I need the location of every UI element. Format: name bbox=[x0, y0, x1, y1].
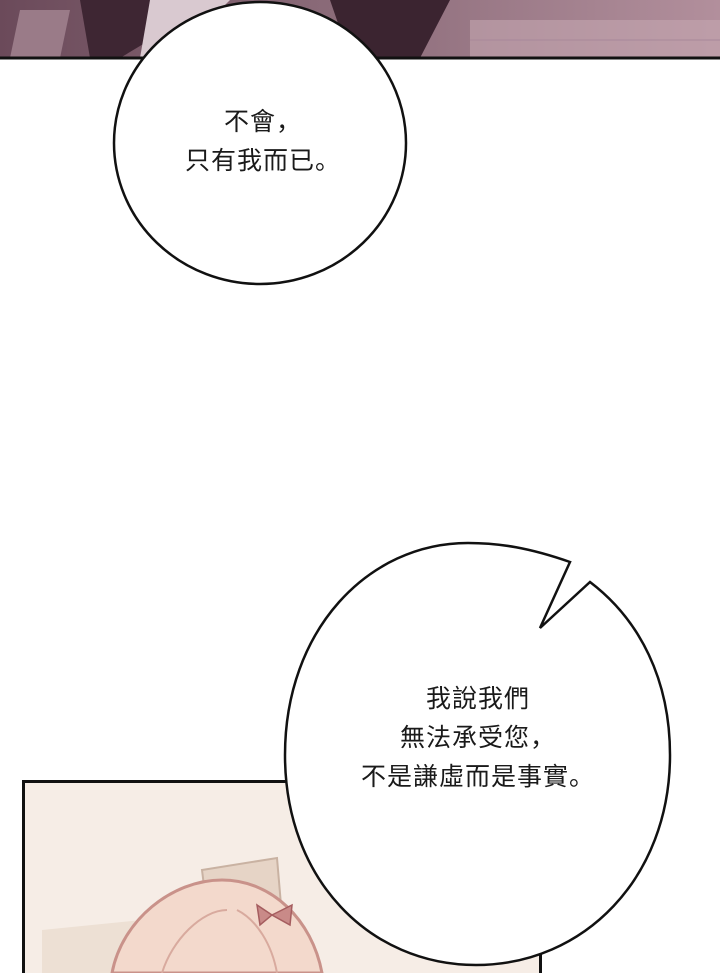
speech-bubble-2-text: 我說我們 無法承受您， 不是謙虛而是事實。 bbox=[308, 679, 648, 796]
top-panel-art bbox=[0, 0, 720, 60]
bubble-line: 我說我們 bbox=[425, 684, 530, 713]
floor-tiles-shape bbox=[470, 20, 720, 58]
bottom-panel-art bbox=[22, 780, 542, 973]
bubble-line: 不會， bbox=[223, 107, 302, 136]
bubble-line: 無法承受您， bbox=[399, 723, 556, 752]
speech-bubble-1-text: 不會， 只有我而已。 bbox=[148, 102, 378, 180]
hair-strand bbox=[236, 909, 278, 973]
top-comic-panel bbox=[0, 0, 720, 60]
bubble-line: 只有我而已。 bbox=[184, 146, 341, 175]
bottom-comic-panel bbox=[22, 780, 542, 973]
bubble-line: 不是謙虛而是事實。 bbox=[360, 762, 595, 791]
hair-strand bbox=[161, 909, 228, 973]
background-detail-shape bbox=[10, 10, 70, 58]
